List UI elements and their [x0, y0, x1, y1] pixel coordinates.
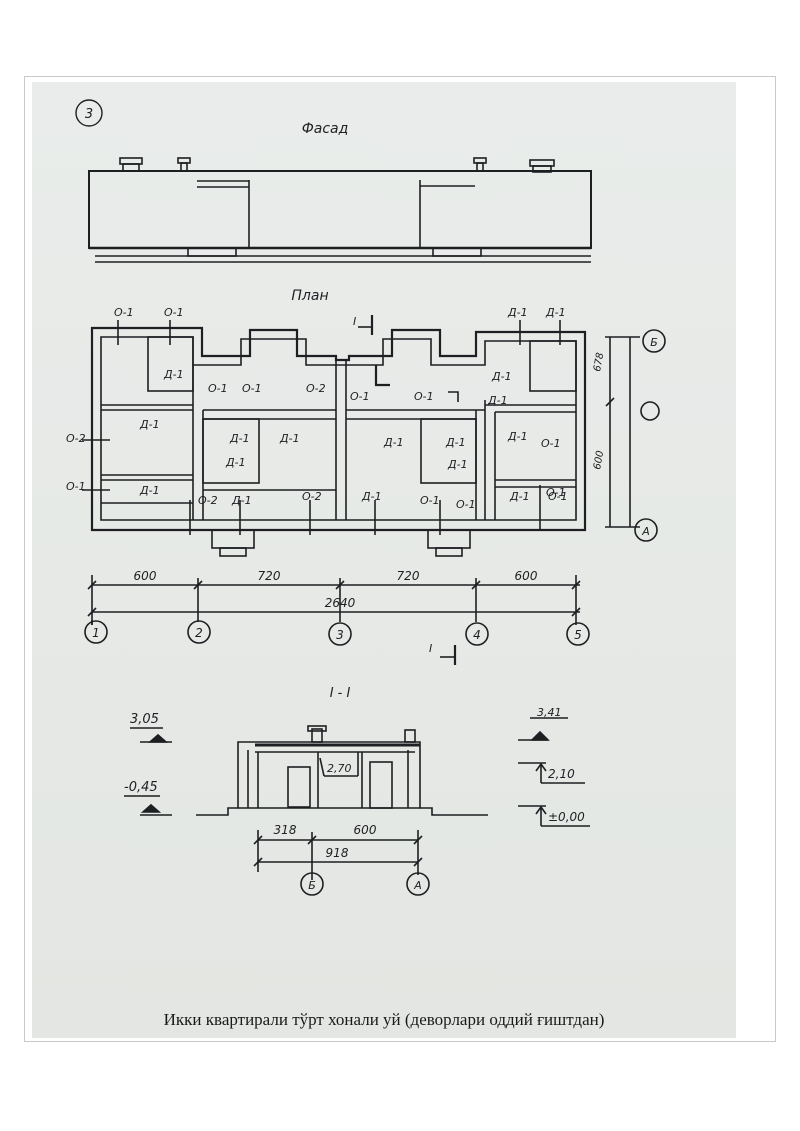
room-label: О-1	[414, 390, 434, 403]
dimension-chain	[87, 575, 581, 625]
axis-4: 4	[473, 628, 481, 642]
dim-total: 2640	[325, 596, 356, 610]
section-axis-b: Б	[308, 879, 316, 892]
room-label: Д-1	[231, 494, 252, 507]
room-label: Д-1	[279, 432, 300, 445]
elevation-top: 3,05	[130, 712, 159, 727]
drawing-sheet	[32, 82, 736, 1038]
dim-right-b: 600	[592, 450, 606, 471]
dim-600-left: 600	[134, 569, 157, 583]
sheet-number: 3	[85, 107, 93, 122]
room-label: О-1	[548, 490, 568, 503]
section-dimensions	[253, 830, 430, 896]
elevation-roof: 3,41	[537, 706, 562, 719]
room-label: О-1	[546, 486, 566, 499]
room-label: Д-1	[361, 490, 382, 503]
elevation-ceiling: 2,10	[548, 767, 575, 781]
room-label: О-1	[164, 306, 184, 319]
elevation-marks-left	[124, 727, 172, 816]
room-label: О-1	[66, 480, 86, 493]
room-label: Д-1	[487, 394, 508, 407]
room-label: Д-1	[139, 484, 160, 497]
axis-b-right: Б	[650, 336, 658, 349]
axis-a-right: А	[641, 525, 650, 538]
room-label: Д-1	[163, 368, 184, 381]
section-title: I - I	[330, 686, 351, 701]
room-label: Д-1	[383, 436, 404, 449]
section-dim-total: 918	[326, 846, 349, 860]
room-label: О-1	[242, 382, 262, 395]
room-label: Д-1	[229, 432, 250, 445]
room-label: О-1	[350, 390, 370, 403]
facade-title: Фасад	[302, 121, 349, 137]
section-dim-600: 600	[354, 823, 377, 837]
room-label: Д-1	[507, 306, 528, 319]
room-label: О-1	[114, 306, 134, 319]
section-mark-plan: I	[353, 315, 356, 328]
room-label: Д-1	[139, 418, 160, 431]
elevation-zero: ±0,00	[548, 810, 585, 824]
room-label: Д-1	[545, 306, 566, 319]
room-label: О-2	[302, 490, 322, 503]
sheet-number-circle	[75, 99, 103, 127]
elevation-low: -0,45	[124, 780, 158, 795]
room-label: Д-1	[445, 436, 466, 449]
room-label: Д-1	[225, 456, 246, 469]
room-label: О-2	[198, 494, 218, 507]
dimension-labels: 600 720 720 600 2640	[134, 569, 538, 610]
dim-720-left: 720	[258, 569, 281, 583]
axis-3: 3	[336, 628, 344, 642]
plan-title: План	[291, 288, 328, 304]
elevation-marks-right	[518, 717, 590, 827]
room-label: О-1	[456, 498, 476, 511]
section-drawing	[196, 725, 488, 816]
axis-5: 5	[574, 628, 582, 642]
dim-600-right: 600	[515, 569, 538, 583]
room-label: О-1	[541, 437, 561, 450]
section-axis-a: А	[413, 879, 422, 892]
room-label: О-2	[66, 432, 86, 445]
axis-1: 1	[92, 626, 100, 640]
section-inner-height: 2,70	[327, 762, 352, 775]
room-label: О-1	[208, 382, 228, 395]
room-label: О-1	[420, 494, 440, 507]
room-label: Д-1	[509, 490, 530, 503]
room-label: О-2	[306, 382, 326, 395]
axis-2: 2	[195, 626, 203, 640]
axis-markers	[84, 620, 590, 646]
floor-plan	[82, 315, 587, 557]
dim-720-right: 720	[397, 569, 420, 583]
drawing-caption: Икки квартирали тўрт хонали уй (деворлар…	[163, 1010, 605, 1029]
dim-right-a: 678	[592, 352, 606, 373]
room-label: Д-1	[507, 430, 528, 443]
room-label: Д-1	[447, 458, 468, 471]
room-label: Д-1	[491, 370, 512, 383]
section-dim-318: 318	[274, 823, 297, 837]
section-mark-bottom: I	[429, 642, 432, 655]
facade	[88, 157, 592, 263]
right-dimension	[605, 329, 666, 542]
